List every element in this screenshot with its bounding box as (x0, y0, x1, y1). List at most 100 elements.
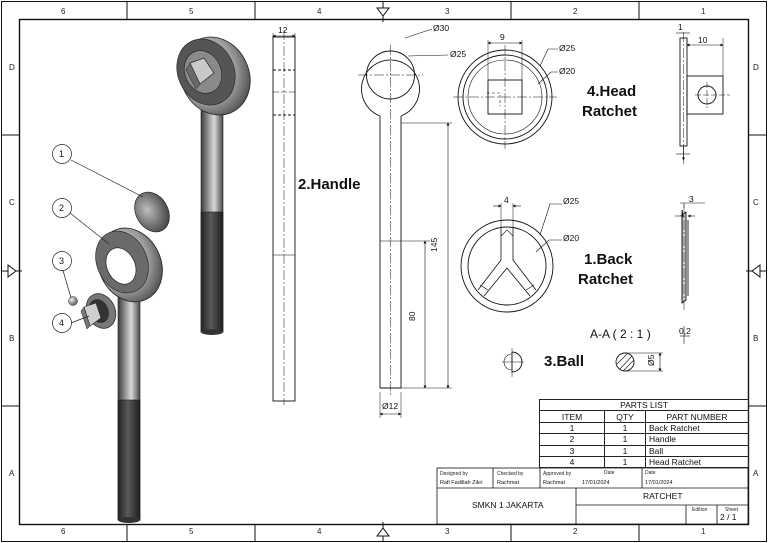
head-ratchet-front-view (453, 40, 558, 149)
head-ratchet-side-view (676, 32, 730, 164)
date2-label: Date (645, 470, 656, 476)
balloon-4 (52, 313, 72, 333)
parts-list-header-qty: QTY (604, 410, 646, 423)
ball-views (502, 348, 663, 377)
balloon-1 (52, 144, 72, 164)
drawing-title: RATCHET (643, 491, 683, 501)
balloon-4-label: 4 (59, 318, 65, 328)
table-row: 1 1 Back Ratchet (539, 421, 749, 435)
edition-label: Edition (692, 507, 708, 513)
section-view-label: A-A ( 2 : 1 ) (590, 327, 651, 341)
table-row: 2 1 Handle (539, 433, 749, 446)
zone-col-3-bottom: 3 (445, 527, 450, 536)
back-side-small-dim: 1 (680, 208, 685, 218)
item-cell: 2 (539, 433, 605, 446)
zone-row-A-left: A (9, 469, 15, 478)
item-balloons (52, 144, 144, 333)
zone-row-B-right: B (753, 334, 759, 343)
back-outer-dim: Ø25 (563, 196, 580, 206)
exploded-ratchet-model (68, 191, 170, 523)
zone-col-1-top: 1 (701, 7, 706, 16)
handle-length-part-dim: 80 (407, 311, 417, 321)
date2-value: 17/01/2024 (645, 480, 673, 486)
ball-dia-dim: Ø5 (646, 354, 656, 366)
table-row: 4 1 Head Ratchet (539, 455, 749, 469)
sheet-label: Sheet (725, 507, 739, 513)
qty-cell: 1 (604, 455, 646, 469)
qty-cell: 1 (604, 433, 646, 446)
part-number-cell: Head Ratchet (645, 455, 749, 469)
handle-front-view (358, 28, 452, 418)
back-ratchet-title-line1: 1.Back (584, 251, 633, 268)
checked-by-value: Rachmat (497, 480, 520, 486)
zone-col-4-top: 4 (317, 7, 322, 16)
zone-col-2-top: 2 (573, 7, 578, 16)
balloon-1-label: 1 (59, 149, 65, 159)
back-slot-dim: 4 (504, 195, 509, 205)
zone-row-C-left: C (9, 198, 15, 207)
title-block-frame (436, 467, 749, 525)
zone-col-2-bottom: 2 (573, 527, 578, 536)
zone-row-B-left: B (9, 334, 15, 343)
approved-by-value: Rachmat (543, 480, 566, 486)
handle-length-total-dim: 145 (429, 237, 439, 252)
parts-list: PARTS LIST ITEM QTY PART NUMBER 1 1 Back… (539, 398, 749, 469)
school-name: SMKN 1 JAKARTA (472, 500, 544, 510)
zone-col-5-bottom: 5 (189, 527, 194, 536)
parts-list-header-part-number: PART NUMBER (645, 410, 749, 423)
handle-width-dim: 12 (278, 25, 288, 35)
balloon-3-label: 3 (59, 256, 65, 266)
part-number-cell: Ball (645, 444, 749, 457)
parts-list-title: PARTS LIST (539, 398, 749, 412)
handle-shaft-dia-dim: Ø12 (382, 401, 399, 411)
date-label: Date (604, 470, 615, 476)
balloon-2 (52, 198, 72, 218)
zone-row-D-left: D (9, 63, 15, 72)
head-inner-dim: Ø20 (559, 66, 576, 76)
designed-by-value: Rafi Fadillah Zikri (440, 480, 483, 486)
back-ratchet-section-view (675, 202, 705, 344)
back-inner-dim: Ø20 (563, 233, 580, 243)
back-side-bottom-dim: 0,2 (679, 326, 691, 336)
ball-title: 3.Ball (544, 353, 585, 370)
handle-side-view (272, 30, 296, 405)
date-value: 17/01/2024 (582, 480, 610, 486)
back-ratchet-front-view (460, 203, 562, 313)
part-number-cell: Back Ratchet (645, 421, 749, 435)
checked-by-label: Checked by (497, 471, 524, 477)
item-cell: 4 (539, 455, 605, 469)
back-ratchet-title-line2: Ratchet (578, 271, 634, 288)
zone-col-3-top: 3 (445, 7, 450, 16)
zone-col-6-top: 6 (61, 7, 66, 16)
item-cell: 3 (539, 444, 605, 457)
zone-col-1-bottom: 1 (701, 527, 706, 536)
zone-row-C-right: C (753, 198, 759, 207)
back-side-top-dim: 3 (689, 194, 694, 204)
head-outer-dim: Ø25 (559, 43, 576, 53)
head-square-dim: 9 (500, 32, 505, 42)
designed-by-label: Designed by (440, 471, 468, 477)
qty-cell: 1 (604, 421, 646, 435)
approved-by-label: Approved by (543, 471, 572, 477)
zone-col-4-bottom: 4 (317, 527, 322, 536)
head-side-width-dim: 10 (698, 35, 708, 45)
head-side-small-dim: 1 (678, 22, 683, 32)
table-row: 3 1 Ball (539, 444, 749, 457)
parts-list-header-item: ITEM (539, 410, 605, 423)
head-ratchet-title-line1: 4.Head (587, 83, 637, 100)
balloon-3 (52, 251, 72, 271)
handle-ring-outer-dim: Ø30 (433, 23, 450, 33)
sheet-number: 2 / 1 (720, 512, 737, 522)
handle-ring-inner-dim: Ø25 (450, 49, 467, 59)
balloon-2-label: 2 (59, 203, 65, 213)
part-number-cell: Handle (645, 433, 749, 446)
zone-row-D-right: D (753, 63, 759, 72)
head-ratchet-title-line2: Ratchet (582, 103, 638, 120)
handle-title: 2.Handle (298, 176, 361, 193)
zone-col-6-bottom: 6 (61, 527, 66, 536)
